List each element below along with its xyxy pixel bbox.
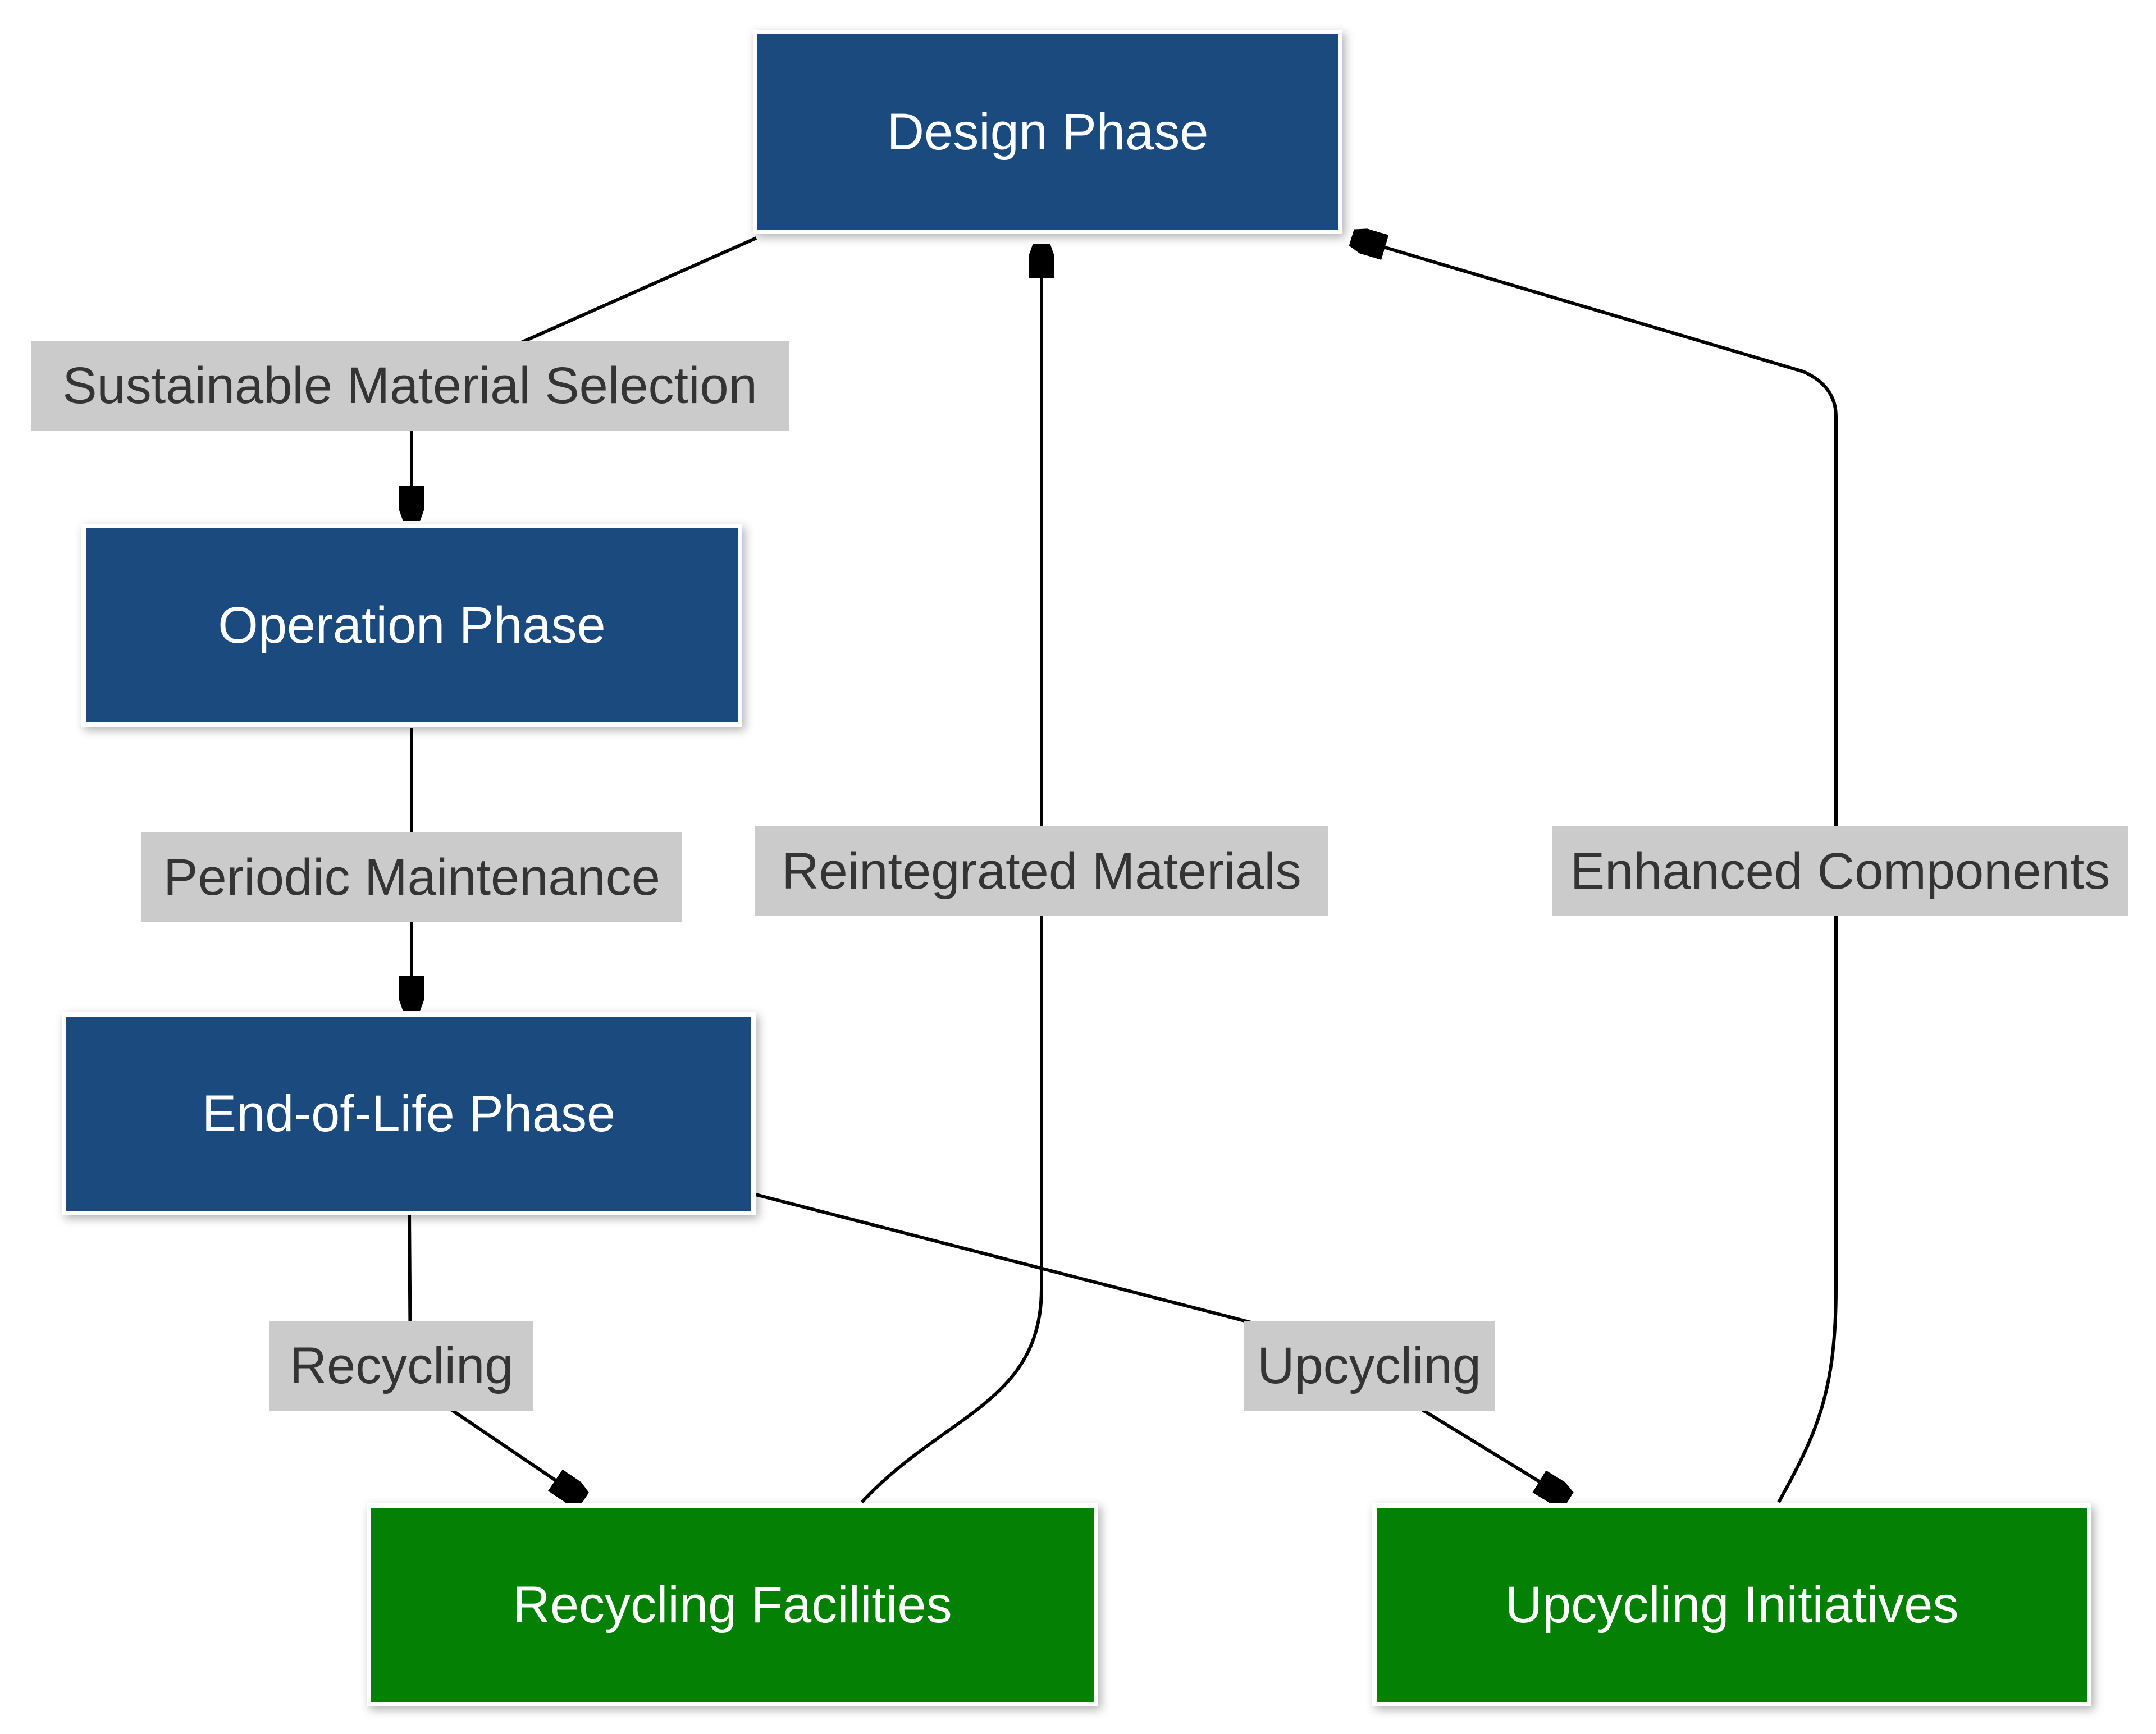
node-design-phase: Design Phase — [753, 30, 1342, 234]
edge-label-recycling: Recycling — [270, 1321, 533, 1411]
edge-facilities-to-design — [860, 245, 1042, 1504]
edge-label-periodic-maintenance: Periodic Maintenance — [141, 832, 682, 922]
edge-initiatives-to-design — [1353, 238, 1838, 1503]
node-operation-phase-label: Operation Phase — [218, 596, 606, 654]
edge-label-upcycling: Upcycling — [1244, 1321, 1495, 1411]
node-upcycling-initiatives: Upcycling Initiatives — [1372, 1503, 2091, 1706]
edge-upcycling-label-to-initiatives — [1397, 1393, 1568, 1499]
node-recycling-facilities: Recycling Facilities — [367, 1503, 1098, 1706]
node-upcycling-initiatives-label: Upcycling Initiatives — [1505, 1576, 1959, 1634]
edge-recycling-label-to-facilities — [428, 1393, 583, 1499]
edge-label-enhanced-components: Enhanced Components — [1552, 826, 2128, 916]
node-end-of-life-phase-label: End-of-Life Phase — [202, 1085, 616, 1142]
node-recycling-facilities-label: Recycling Facilities — [513, 1576, 952, 1634]
node-operation-phase: Operation Phase — [81, 524, 742, 727]
node-end-of-life-phase: End-of-Life Phase — [62, 1012, 756, 1215]
edge-label-reintegrated-materials: Reintegrated Materials — [755, 826, 1328, 916]
edge-label-sustainable-material-selection: Sustainable Material Selection — [31, 341, 789, 431]
node-design-phase-label: Design Phase — [887, 103, 1209, 161]
edge-design-to-sustainable-label — [487, 236, 757, 359]
